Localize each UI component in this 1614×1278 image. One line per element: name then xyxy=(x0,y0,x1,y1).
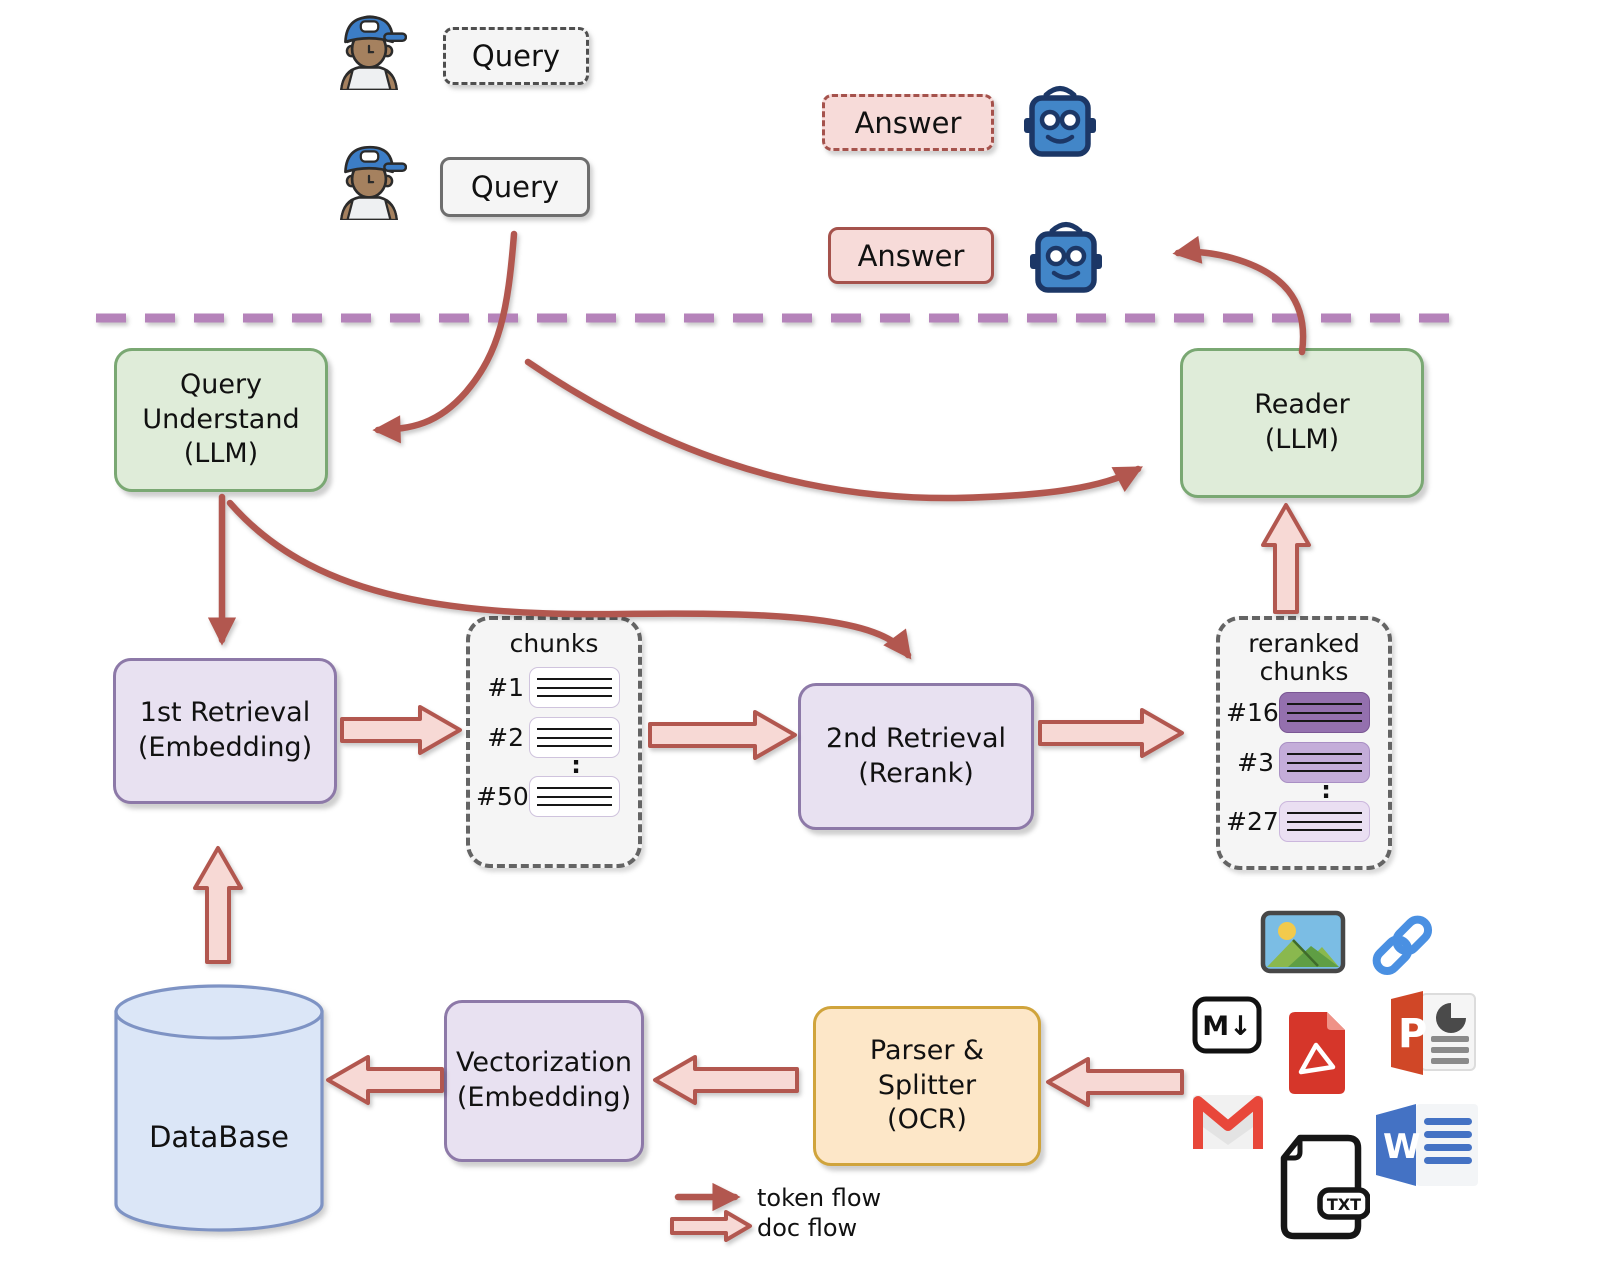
reranked-card-low xyxy=(1279,801,1370,842)
word-file-icon: W xyxy=(1376,1104,1478,1186)
arrow-chunks-to-second-retrieval xyxy=(648,710,797,760)
query-understand-line1: Query xyxy=(179,369,263,401)
node-second-retrieval: 2nd Retrieval (Rerank) xyxy=(798,683,1034,830)
node-vectorization: Vectorization (Embedding) xyxy=(444,1000,644,1162)
reranked-ellipsis: : xyxy=(1321,776,1331,804)
answer-box-dashed: Answer xyxy=(822,94,994,151)
reranked-row: #3 xyxy=(1226,742,1382,783)
arrow-query-to-query-understand xyxy=(372,230,518,444)
gmail-icon xyxy=(1193,1095,1263,1149)
query-dashed-label: Query xyxy=(471,39,561,73)
user-icon-dashed xyxy=(339,15,407,90)
reader-line2: (LLM) xyxy=(1264,424,1340,455)
reranked-id: #27 xyxy=(1226,807,1279,836)
node-reader: Reader (LLM) xyxy=(1180,348,1424,498)
answer-dashed-label: Answer xyxy=(854,105,962,140)
reader-line1: Reader xyxy=(1254,389,1350,421)
second-retrieval-line1: 2nd Retrieval xyxy=(826,722,1006,754)
parser-splitter-line2: Splitter xyxy=(877,1069,977,1101)
robot-icon-solid xyxy=(1030,222,1102,293)
chunk-id: #2 xyxy=(487,723,524,752)
vectorization-line1: Vectorization xyxy=(456,1047,632,1079)
parser-splitter-line3: (OCR) xyxy=(887,1104,967,1136)
markdown-glyph: M↓ xyxy=(1202,1011,1252,1042)
answer-box-solid: Answer xyxy=(828,227,994,284)
powerpoint-file-icon: P xyxy=(1391,991,1476,1075)
vectorization-line2: (Embedding) xyxy=(456,1082,632,1113)
database-node: DataBase xyxy=(112,982,326,1234)
txt-glyph: TXT xyxy=(1327,1195,1361,1214)
chunk-id: #50 xyxy=(476,782,529,811)
chunk-row: #50 xyxy=(476,776,632,817)
chunk-card xyxy=(529,776,620,817)
chunks-ellipsis: : xyxy=(571,751,581,779)
robot-icon-dashed xyxy=(1024,86,1096,157)
query-understand-line2: Understand xyxy=(142,403,300,435)
chunk-id: #1 xyxy=(487,673,524,702)
legend-token-flow-label: token flow xyxy=(757,1184,882,1212)
arrow-query-to-reader xyxy=(524,358,1143,502)
database-cylinder-icon xyxy=(114,984,324,1232)
reranked-row: #16 xyxy=(1226,692,1382,733)
node-parser-splitter: Parser & Splitter (OCR) xyxy=(813,1006,1041,1166)
arrow-second-retrieval-to-reranked xyxy=(1038,708,1184,758)
legend-doc-flow-label: doc flow xyxy=(757,1214,858,1242)
query-solid-label: Query xyxy=(470,170,560,204)
chunks-box: chunks #1 #2 : #50 xyxy=(466,616,642,868)
node-first-retrieval: 1st Retrieval (Embedding) xyxy=(113,658,337,804)
txt-file-icon: TXT xyxy=(1280,1134,1370,1240)
pdf-file-icon xyxy=(1289,1012,1345,1094)
reranked-row: #27 xyxy=(1226,801,1382,842)
reranked-title-line2: chunks xyxy=(1259,657,1349,686)
chunks-title: chunks xyxy=(509,629,599,658)
arrow-files-to-parser xyxy=(1046,1057,1184,1107)
database-label: DataBase xyxy=(149,1120,289,1154)
word-glyph: W xyxy=(1383,1127,1421,1167)
first-retrieval-line2: (Embedding) xyxy=(137,732,313,763)
reranked-id: #3 xyxy=(1237,748,1274,777)
legend-doc-flow-arrow xyxy=(670,1210,752,1242)
reranked-title-line1: reranked xyxy=(1248,629,1360,658)
chunk-card xyxy=(529,717,620,758)
node-query-understand: Query Understand (LLM) xyxy=(114,348,328,492)
markdown-file-icon: M↓ xyxy=(1192,996,1262,1054)
second-retrieval-line2: (Rerank) xyxy=(858,757,974,789)
answer-solid-label: Answer xyxy=(857,238,965,273)
first-retrieval-line1: 1st Retrieval xyxy=(139,697,311,729)
arrow-first-retrieval-to-chunks xyxy=(340,705,462,755)
powerpoint-glyph: P xyxy=(1398,1011,1427,1057)
arrow-reader-to-robot xyxy=(1172,235,1307,356)
reranked-card-high xyxy=(1279,692,1370,733)
reranked-card-mid xyxy=(1279,742,1370,783)
arrow-vectorization-to-database xyxy=(326,1055,444,1105)
query-box-dashed: Query xyxy=(443,27,589,85)
arrow-parser-to-vectorization xyxy=(653,1055,799,1105)
link-icon xyxy=(1372,915,1433,976)
parser-splitter-line1: Parser & xyxy=(869,1035,985,1067)
query-box-solid: Query xyxy=(440,157,590,217)
reranked-id: #16 xyxy=(1226,698,1279,727)
user-icon-solid xyxy=(339,145,407,220)
arrow-reranked-to-reader xyxy=(1261,503,1311,614)
query-understand-line3: (LLM) xyxy=(183,438,259,470)
chunk-row: #1 xyxy=(476,667,632,708)
arrow-database-to-first-retrieval xyxy=(193,846,243,964)
image-file-icon xyxy=(1260,910,1346,974)
chunk-row: #2 xyxy=(476,717,632,758)
reranked-chunks-box: reranked chunks #16 #3 : #27 xyxy=(1216,616,1392,870)
chunk-card xyxy=(529,667,620,708)
